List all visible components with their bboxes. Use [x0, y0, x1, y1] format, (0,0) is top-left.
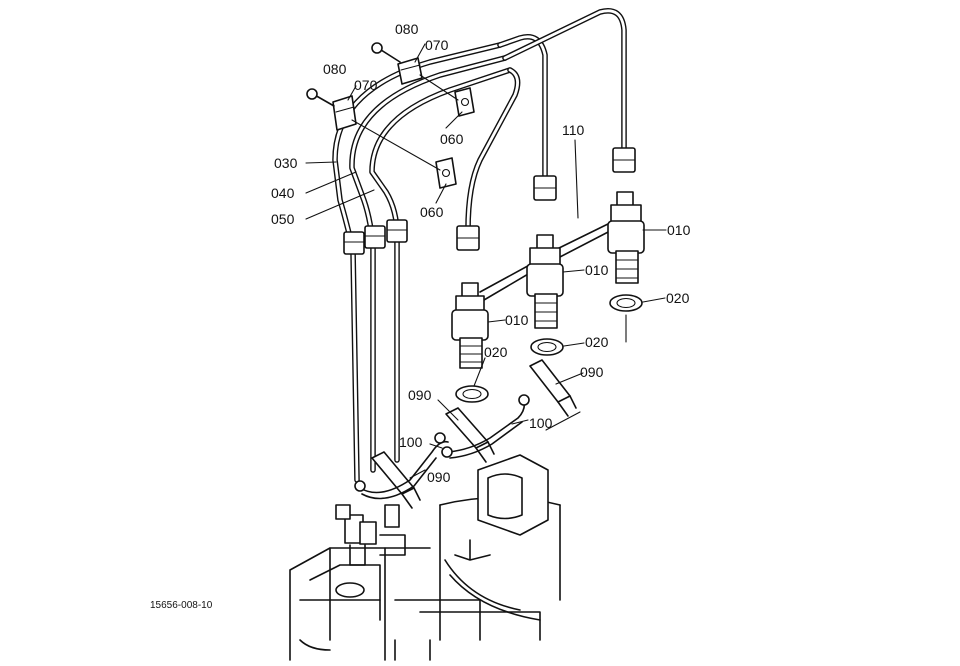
glow-plug-leads: [354, 394, 581, 500]
label-010-left: 010: [505, 312, 529, 328]
label-020-left: 020: [484, 344, 508, 360]
drawing-code: 15656-008-10: [150, 600, 213, 611]
pipe-clamps: [306, 42, 475, 189]
nozzle-washers: [455, 294, 643, 403]
nozzle-holder-left: [451, 282, 489, 369]
label-090-middle: 090: [408, 387, 432, 403]
nozzle-holder-middle: [526, 234, 564, 329]
label-050: 050: [271, 211, 295, 227]
label-110: 110: [562, 122, 585, 138]
label-010-middle: 010: [585, 262, 609, 278]
label-040: 040: [271, 185, 295, 201]
leader-lines: [305, 43, 667, 479]
label-070-top: 070: [425, 37, 449, 53]
label-080-left: 080: [323, 61, 347, 77]
injection-pipes-left: [332, 42, 513, 483]
part-labels: 080 070 080 070 060 060 030 040 050 110 …: [150, 21, 691, 611]
nozzle-holder-right: [607, 191, 645, 284]
label-090-bottom: 090: [427, 469, 451, 485]
label-100-left: 100: [399, 434, 423, 450]
label-060-top: 060: [440, 131, 464, 147]
label-060-bottom: 060: [420, 204, 444, 220]
label-020-right: 020: [666, 290, 690, 306]
label-010-right: 010: [667, 222, 691, 238]
engine-head: [289, 454, 561, 661]
injection-pipes-right: [456, 8, 636, 251]
label-030: 030: [274, 155, 298, 171]
label-090-right: 090: [580, 364, 604, 380]
label-070-left: 070: [354, 77, 378, 93]
label-100-right: 100: [529, 415, 553, 431]
label-080-top: 080: [395, 21, 419, 37]
label-020-middle: 020: [585, 334, 609, 350]
